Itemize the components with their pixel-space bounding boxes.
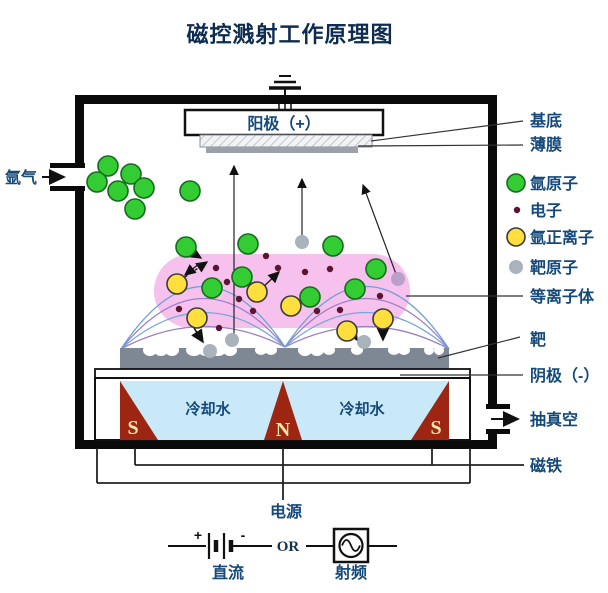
annotation-lines bbox=[357, 120, 524, 376]
legend-target-atom-icon bbox=[509, 260, 523, 274]
magnet-letter-s-right: S bbox=[430, 417, 441, 439]
or-label: OR bbox=[277, 539, 300, 555]
magnet-south-left bbox=[120, 381, 158, 440]
legend-argon-atom-icon bbox=[506, 173, 526, 193]
target bbox=[120, 344, 449, 370]
substrate bbox=[199, 134, 373, 148]
dc-label: 直流 bbox=[212, 563, 244, 582]
magnet-letter-s-left: S bbox=[127, 417, 138, 439]
vacuum-chamber-wall bbox=[75, 95, 497, 449]
ground-symbol bbox=[269, 75, 301, 97]
dc-source-symbol: + - bbox=[168, 527, 272, 559]
magnet-assembly: S N S 冷却水 冷却水 bbox=[94, 377, 471, 441]
legend-icons bbox=[506, 173, 526, 274]
legend-thin-film: 薄膜 bbox=[530, 135, 562, 154]
argon-ions bbox=[166, 273, 394, 342]
thin-film bbox=[206, 147, 358, 153]
magnet-letter-n: N bbox=[276, 419, 291, 441]
dc-minus-sign: - bbox=[241, 527, 246, 543]
legend-argon-ion: 氩正离子 bbox=[529, 228, 594, 247]
dc-plus-sign: + bbox=[194, 527, 202, 543]
cathode-plate bbox=[94, 368, 471, 379]
gas-inlet-label: 氩气 bbox=[4, 168, 37, 187]
page-title: 磁控溅射工作原理图 bbox=[186, 22, 393, 47]
vacuum-port bbox=[486, 404, 520, 434]
rf-source-symbol bbox=[306, 527, 397, 564]
legend-vacuum: 抽真空 bbox=[530, 410, 578, 429]
argon-atoms bbox=[86, 155, 387, 308]
legend-magnet: 磁铁 bbox=[530, 456, 562, 475]
cooling-water-label-left: 冷却水 bbox=[185, 400, 231, 418]
legend: 基底 薄膜 氩原子 电子 氩正离子 靶原子 等离子体 靶 阴极（-） 抽真空 磁… bbox=[529, 111, 599, 475]
legend-plasma: 等离子体 bbox=[529, 287, 595, 306]
sputtered-atom-arrows bbox=[229, 164, 397, 347]
legend-target: 靶 bbox=[530, 330, 546, 349]
gas-inlet bbox=[42, 163, 85, 191]
legend-target-atom: 靶原子 bbox=[530, 258, 578, 277]
legend-electron: 电子 bbox=[530, 201, 562, 220]
plasma-region bbox=[154, 254, 410, 328]
anode-label: 阳极（+） bbox=[247, 114, 320, 133]
legend-electron-icon bbox=[513, 206, 521, 214]
power-supply-label: 电源 bbox=[270, 502, 302, 521]
power-wiring bbox=[96, 448, 524, 500]
cooling-water-label-right: 冷却水 bbox=[339, 400, 385, 418]
anode-plate bbox=[183, 108, 385, 137]
electrons bbox=[175, 252, 384, 332]
magnet-north-center bbox=[264, 381, 302, 440]
legend-argon-ion-icon bbox=[506, 227, 526, 247]
legend-cathode: 阴极（-） bbox=[530, 366, 599, 385]
target-atoms bbox=[203, 235, 405, 358]
legend-substrate: 基底 bbox=[529, 111, 562, 130]
target-erosion-bumps bbox=[143, 344, 444, 356]
rf-label: 射频 bbox=[334, 563, 367, 582]
magnet-south-right bbox=[411, 381, 449, 440]
legend-argon-atom: 氩原子 bbox=[529, 174, 578, 193]
